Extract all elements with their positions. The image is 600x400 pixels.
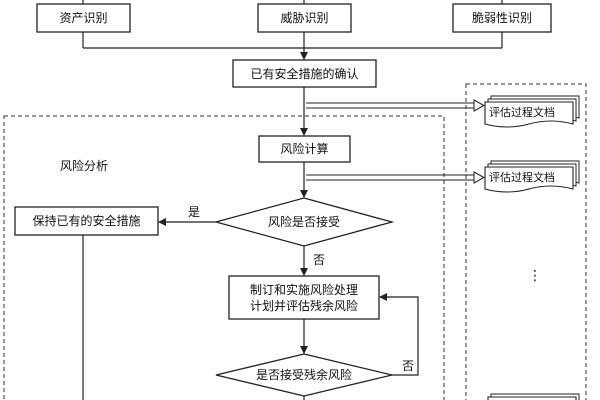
document-1-label: 评估过程文档 bbox=[489, 106, 555, 119]
document-stack-2 bbox=[484, 160, 580, 193]
documents-region bbox=[465, 83, 587, 400]
document-2-label: 评估过程文档 bbox=[489, 171, 555, 184]
no-label: 否 bbox=[313, 253, 326, 267]
doc1-connector-head bbox=[473, 99, 486, 112]
confirm-measures-box bbox=[232, 59, 377, 88]
region-label: 风险分析 bbox=[60, 159, 109, 173]
risk-accept-decision bbox=[213, 197, 395, 247]
documents-ellipsis: ⋮ bbox=[528, 268, 542, 284]
risk-treatment-plan-box bbox=[228, 275, 380, 320]
threat-identification-box bbox=[257, 3, 352, 33]
risk-calculation-box bbox=[258, 135, 351, 163]
document-stack-1 bbox=[484, 95, 580, 128]
risk-analysis-region bbox=[3, 115, 445, 400]
no-label-loop: 否 bbox=[402, 359, 415, 373]
document-stack-3 bbox=[487, 393, 580, 400]
keep-measures-box bbox=[14, 206, 159, 236]
residual-no-loop bbox=[379, 293, 419, 376]
doc2-connector-head bbox=[473, 171, 486, 184]
yes-label: 是 bbox=[188, 205, 201, 219]
residual-accept-decision bbox=[215, 353, 393, 397]
asset-identification-box bbox=[36, 3, 131, 33]
vulnerability-identification-box bbox=[452, 3, 552, 33]
